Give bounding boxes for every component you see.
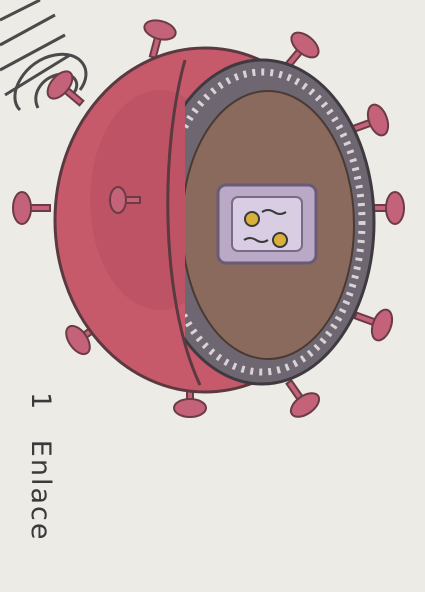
genome-dot bbox=[245, 212, 259, 226]
spike bbox=[13, 192, 50, 224]
spike bbox=[43, 67, 92, 115]
step-caption: 1 Enlace bbox=[25, 392, 56, 541]
step-number: 1 bbox=[25, 392, 56, 411]
step-title: Enlace bbox=[25, 440, 56, 542]
genome-capsule bbox=[218, 185, 316, 263]
genome-dot bbox=[273, 233, 287, 247]
